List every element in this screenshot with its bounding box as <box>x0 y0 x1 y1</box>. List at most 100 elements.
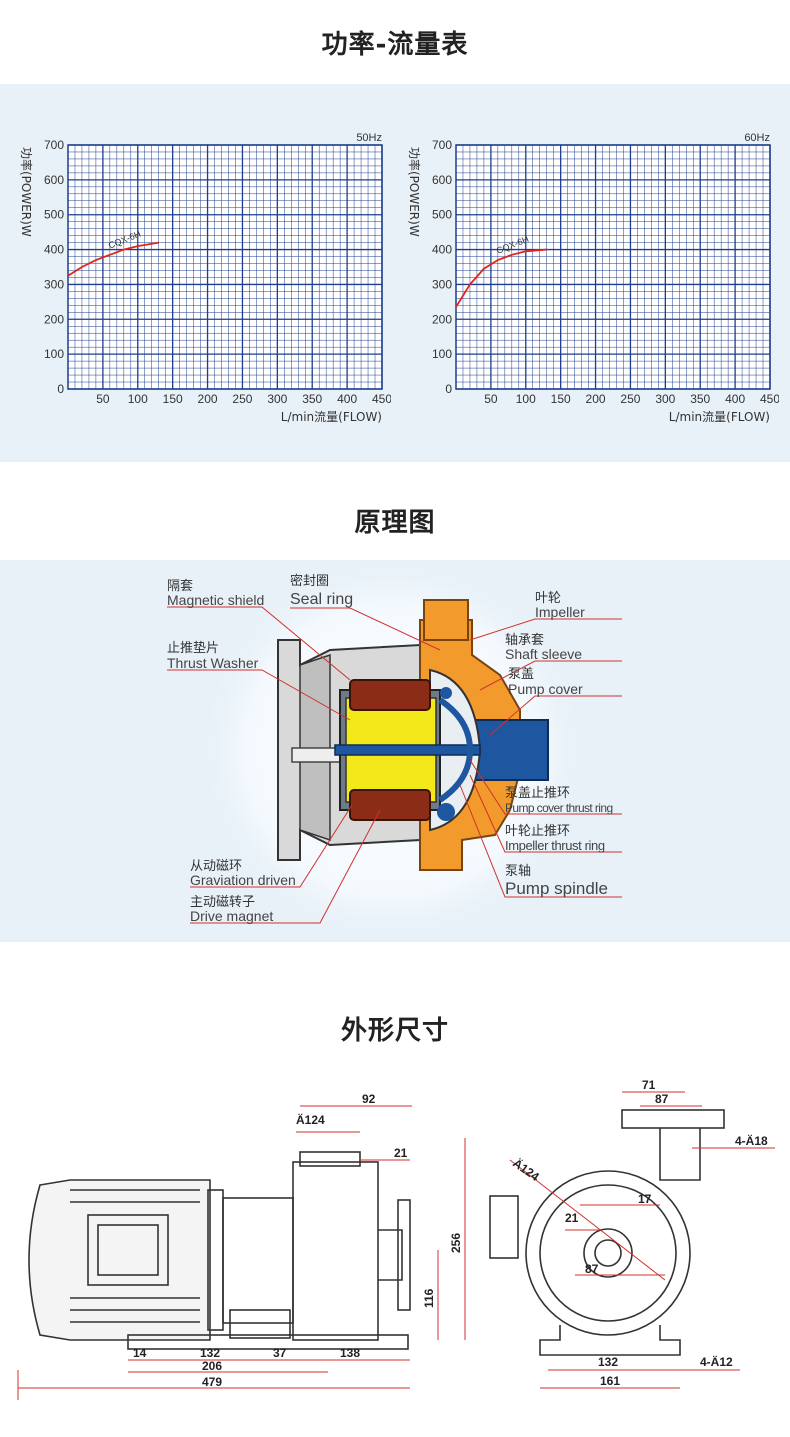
x-tick-label: 400 <box>337 392 357 406</box>
x-tick-label: 250 <box>232 392 252 406</box>
dim-side-256: 256 <box>449 1233 463 1253</box>
dim-side-479: 479 <box>202 1375 222 1389</box>
label-seal-ring-cn: 密封圈 <box>290 573 329 589</box>
x-tick-label: 200 <box>586 392 606 406</box>
dim-front-87: 87 <box>585 1262 599 1276</box>
dim-front-4a18: 4-Ä18 <box>735 1133 768 1148</box>
dim-front-124: Ä124 <box>510 1155 542 1184</box>
label-shaft-sleeve-en: Shaft sleeve <box>505 646 582 662</box>
dim-front-4a12: 4-Ä12 <box>700 1354 733 1369</box>
plot-frame <box>455 144 771 390</box>
pump-front-outer <box>525 1170 691 1336</box>
label-seal-ring-en: Seal ring <box>290 591 353 608</box>
x-tick-label: 150 <box>163 392 183 406</box>
dim-front-161: 161 <box>600 1374 620 1388</box>
y-tick-label: 200 <box>44 312 64 326</box>
label-thrust-washer-en: Thrust Washer <box>167 655 259 671</box>
pump-cutaway-diagram: 隔套 Magnetic shield 止推垫片 Thrust Washer 从动… <box>167 560 622 942</box>
y-tick-label: 0 <box>445 382 452 396</box>
label-magnetic-shield-en: Magnetic shield <box>167 592 264 608</box>
x-tick-label: 450 <box>372 392 391 406</box>
label-pump-spindle-en: Pump spindle <box>505 879 608 898</box>
label-drive-magnet-cn: 主动磁转子 <box>190 895 255 910</box>
dim-side-132: 132 <box>200 1346 220 1360</box>
label-impeller-cn: 叶轮 <box>535 591 561 606</box>
x-tick-label: 200 <box>198 392 218 406</box>
dimension-lines <box>17 1091 775 1400</box>
label-magnetic-shield-cn: 隔套 <box>167 578 193 594</box>
chart-60hz-svg: 50 100 150 200 250 300 350 400 450 0 100 200 300 400 5… <box>407 132 779 424</box>
dim-side-14: 14 <box>133 1346 147 1360</box>
label-pump-cover-en: Pump cover <box>508 681 583 697</box>
frequency-label: 50Hz <box>356 132 382 144</box>
y-tick-label: 700 <box>432 138 452 152</box>
dim-side-138: 138 <box>340 1346 360 1360</box>
label-shaft-sleeve-cn: 轴承套 <box>505 632 544 648</box>
label-impeller-en: Impeller <box>535 604 585 620</box>
y-tick-label: 700 <box>44 138 64 152</box>
dim-front-21: 21 <box>565 1211 579 1225</box>
power-flow-title: 功率-流量表 <box>321 30 469 60</box>
motor-body <box>28 1179 211 1341</box>
label-graviation-driven-en: Graviation driven <box>190 872 296 888</box>
series-line <box>67 241 159 277</box>
y-tick-label: 100 <box>44 347 64 361</box>
dim-front-132: 132 <box>598 1355 618 1369</box>
x-tick-label: 100 <box>516 392 536 406</box>
x-tick-label: 300 <box>267 392 287 406</box>
plot-area <box>68 145 382 389</box>
x-tick-label: 50 <box>96 392 110 406</box>
shield-assembly <box>334 679 481 821</box>
series-line <box>455 248 547 308</box>
dimensions-title: 外形尺寸 <box>340 1016 449 1046</box>
y-tick-label: 400 <box>432 243 452 257</box>
y-tick-label: 100 <box>432 347 452 361</box>
x-tick-label: 300 <box>655 392 675 406</box>
y-tick-label: 0 <box>57 382 64 396</box>
y-tick-label: 400 <box>44 243 64 257</box>
dim-side-124: Ä124 <box>296 1112 325 1127</box>
x-tick-label: 150 <box>551 392 571 406</box>
x-tick-label: 250 <box>620 392 640 406</box>
plot-frame <box>67 144 383 390</box>
base-plate <box>127 1334 409 1350</box>
label-graviation-driven-cn: 从动磁环 <box>190 859 242 874</box>
x-tick-label: 400 <box>725 392 745 406</box>
x-tick-label: 350 <box>302 392 322 406</box>
y-tick-label: 500 <box>432 208 452 222</box>
dim-side-21: 21 <box>394 1146 408 1160</box>
plot-area <box>456 145 770 389</box>
dim-side-92: 92 <box>362 1092 376 1106</box>
label-pump-spindle-cn: 泵轴 <box>505 864 531 879</box>
dim-front-87-top: 87 <box>655 1092 669 1106</box>
y-axis-label: 功率(POWER)W <box>19 147 34 237</box>
dim-front-71: 71 <box>642 1078 656 1092</box>
y-tick-label: 300 <box>44 277 64 291</box>
label-pump-cover-cn: 泵盖 <box>508 667 534 682</box>
label-impeller-thrust-ring-en: Impeller thrust ring <box>505 838 605 853</box>
y-tick-label: 600 <box>44 173 64 187</box>
label-pump-cover-thrust-ring-en: Pump cover thrust ring <box>505 801 613 815</box>
leader-lines <box>167 606 622 924</box>
dimension-drawing: 92 Ä124 21 256 116 14 132 37 138 206 479… <box>17 1078 775 1400</box>
terminal-box <box>87 1214 169 1286</box>
dim-side-206: 206 <box>202 1359 222 1373</box>
x-tick-label: 350 <box>690 392 710 406</box>
pump-head-side <box>292 1161 379 1341</box>
x-axis-label: L/min流量(FLOW) <box>281 410 382 424</box>
x-axis-label: L/min流量(FLOW) <box>669 410 770 424</box>
frequency-label: 60Hz <box>744 132 770 144</box>
dim-side-116: 116 <box>422 1288 436 1308</box>
front-base <box>539 1325 681 1356</box>
dim-side-37: 37 <box>273 1346 287 1360</box>
x-tick-label: 50 <box>484 392 498 406</box>
x-tick-label: 450 <box>760 392 779 406</box>
pump-front-inlet <box>583 1228 633 1278</box>
chart-60hz: 50 100 150 200 250 300 350 400 450 0 100 200 300 400 5… <box>404 126 779 426</box>
label-thrust-washer-cn: 止推垫片 <box>167 640 219 656</box>
principle-title: 原理图 <box>354 508 436 538</box>
y-tick-label: 200 <box>432 312 452 326</box>
label-impeller-thrust-ring-cn: 叶轮止推环 <box>505 824 570 839</box>
y-tick-label: 300 <box>432 277 452 291</box>
